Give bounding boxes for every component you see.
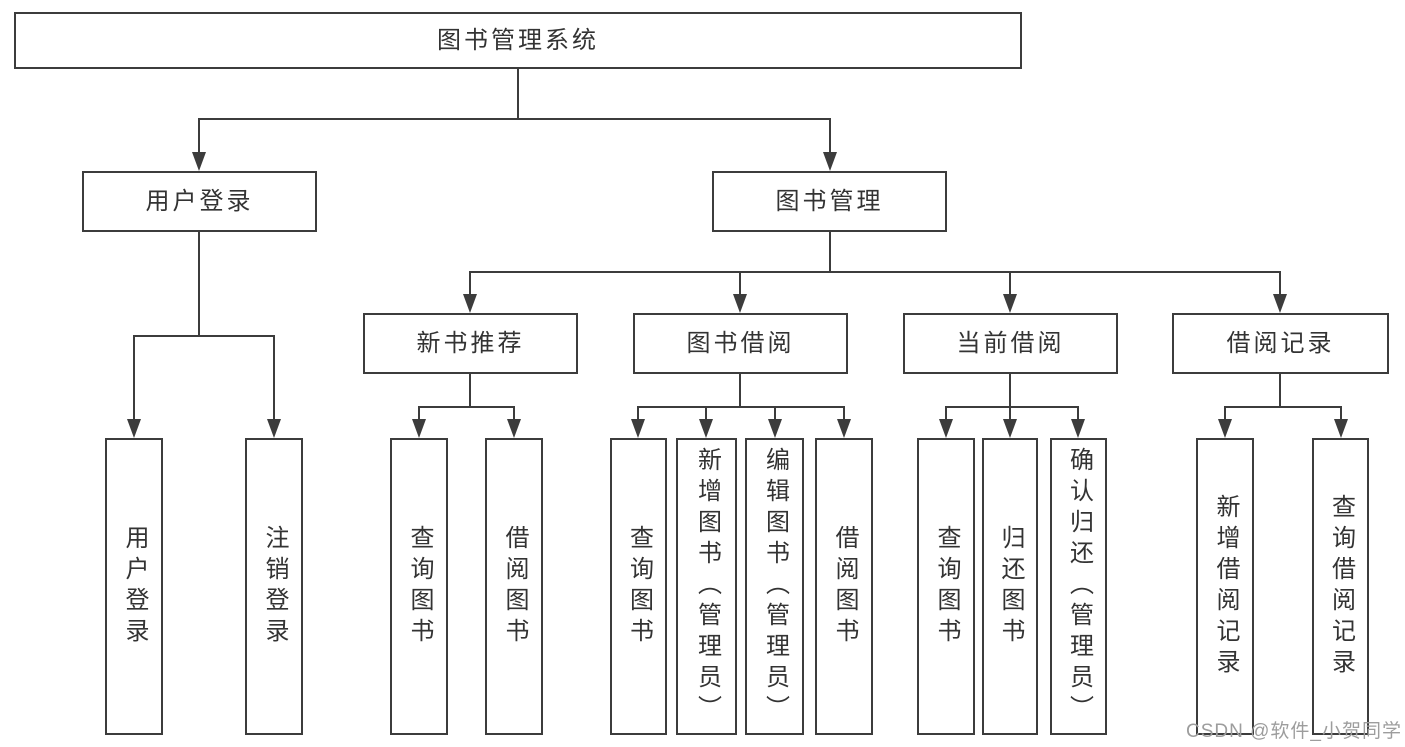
leaf-logout: 注销登录 <box>245 438 303 735</box>
connector-lines <box>133 69 1342 425</box>
node-user-login: 用户登录 <box>82 171 317 232</box>
leaf-user-login: 用户登录 <box>105 438 163 735</box>
leaf-borrow-books-recommend: 借阅图书 <box>485 438 543 735</box>
leaf-add-borrow-record: 新增借阅记录 <box>1196 438 1254 735</box>
node-borrow-records: 借阅记录 <box>1172 313 1389 374</box>
leaf-query-books-recommend: 查询图书 <box>390 438 448 735</box>
node-book-management: 图书管理 <box>712 171 947 232</box>
arrowheads <box>127 152 1348 438</box>
leaf-add-book-admin: 新增图书（管理员） <box>676 438 737 735</box>
leaf-query-books-current: 查询图书 <box>917 438 975 735</box>
leaf-edit-book-admin: 编辑图书（管理员） <box>745 438 804 735</box>
node-current-borrowing: 当前借阅 <box>903 313 1118 374</box>
leaf-query-books-borrowing: 查询图书 <box>610 438 667 735</box>
leaf-borrow-books: 借阅图书 <box>815 438 873 735</box>
leaf-query-borrow-record: 查询借阅记录 <box>1312 438 1369 735</box>
leaf-confirm-return-admin: 确认归还（管理员） <box>1050 438 1107 735</box>
leaf-return-books: 归还图书 <box>982 438 1038 735</box>
node-new-book-recommend: 新书推荐 <box>363 313 578 374</box>
node-library-system: 图书管理系统 <box>14 12 1022 69</box>
node-book-borrowing: 图书借阅 <box>633 313 848 374</box>
